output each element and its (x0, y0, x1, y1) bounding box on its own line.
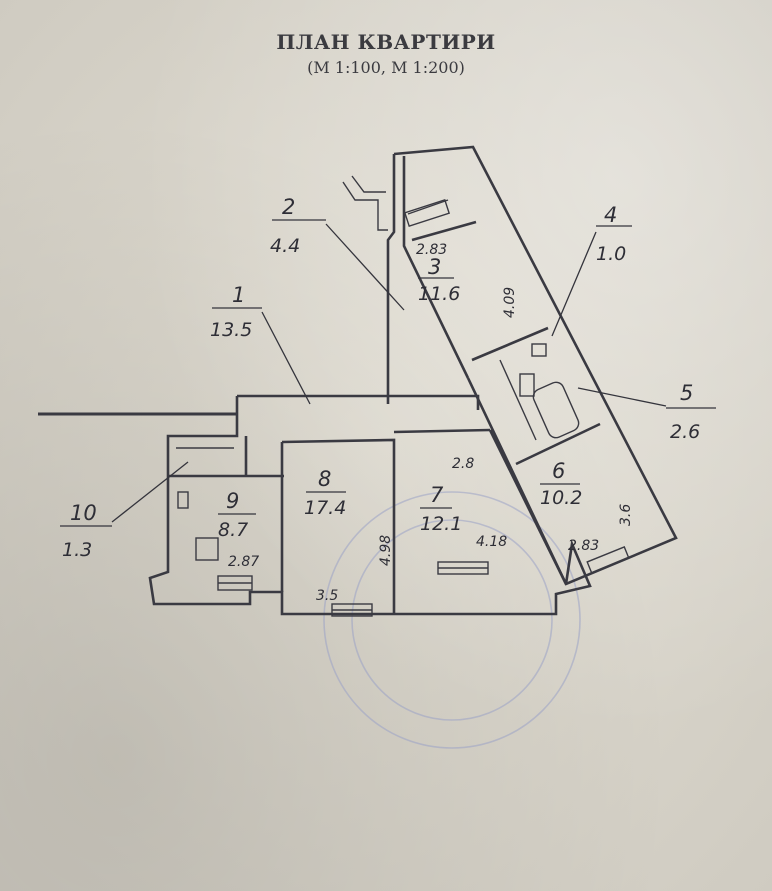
room-2-number: 2 (282, 195, 295, 219)
room-4-area: 1.0 (596, 243, 626, 265)
room-6-number: 6 (552, 459, 565, 483)
room-8-width-dim: 3.5 (316, 588, 338, 604)
room-9-width-dim: 2.87 (228, 554, 259, 570)
room-8-length-dim: 4.98 (378, 535, 394, 566)
room-6-width-dim: 2.83 (568, 538, 599, 554)
room-7-length-dim: 4.18 (476, 534, 507, 550)
label-bars (218, 277, 580, 515)
room-1-number: 1 (232, 283, 245, 307)
windows (217, 198, 630, 617)
room-5-area: 2.6 (670, 421, 700, 443)
plan-title: ПЛАН КВАРТИРИ (276, 30, 496, 54)
room-2-area: 4.4 (270, 235, 300, 257)
room-6-length-dim: 3.6 (618, 504, 634, 526)
room-4-number: 4 (604, 203, 617, 227)
room-7-area: 12.1 (420, 513, 462, 535)
room-10-area: 1.3 (62, 539, 92, 561)
walls (148, 145, 678, 616)
room-9-area: 8.7 (218, 519, 248, 541)
room-10-number: 10 (70, 501, 97, 525)
room-8-area: 17.4 (304, 497, 346, 519)
bathroom-fixtures (519, 343, 580, 439)
plan-scale: (М 1:100, М 1:200) (307, 58, 465, 77)
room-3-number: 3 (428, 255, 441, 279)
room-5-number: 5 (680, 381, 693, 405)
room-1-area: 13.5 (210, 319, 252, 341)
room-9-number: 9 (226, 489, 239, 513)
room-3-area: 11.6 (418, 283, 460, 305)
room-6-area: 10.2 (540, 487, 582, 509)
room-8-number: 8 (318, 467, 331, 491)
room-7-width-dim: 2.8 (452, 456, 474, 472)
stamp-seal (323, 491, 581, 749)
room-3-width-dim: 2.83 (416, 242, 447, 258)
room-3-length-dim: 4.09 (502, 287, 518, 318)
room-7-number: 7 (430, 483, 444, 507)
stove-fixture (177, 491, 219, 561)
leader-lines (60, 219, 716, 527)
